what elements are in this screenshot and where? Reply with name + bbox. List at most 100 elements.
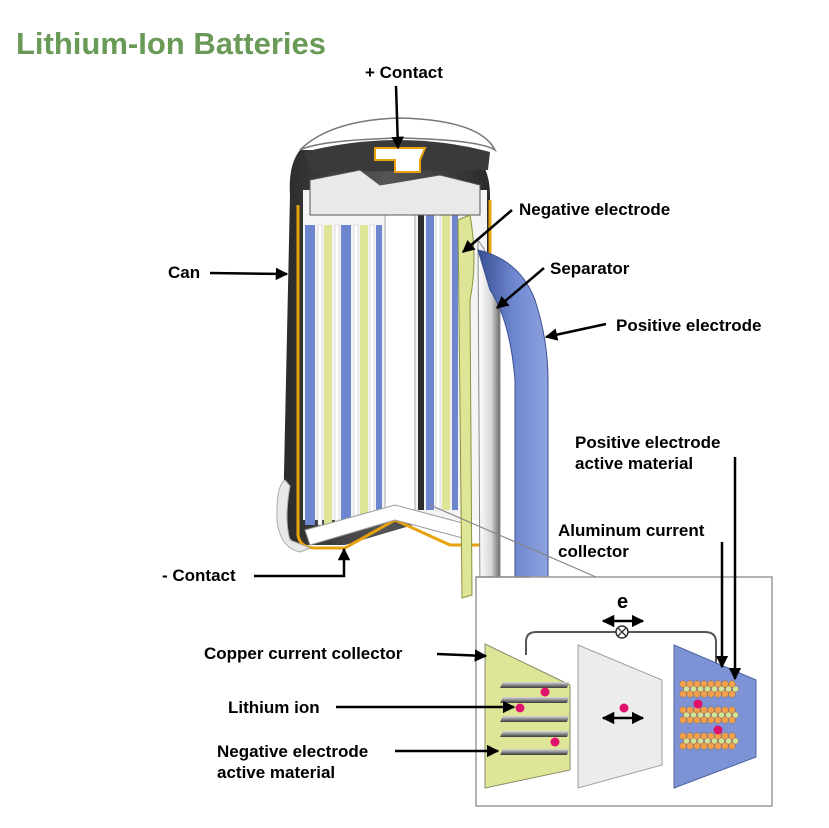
minus-contact-label: - Contact bbox=[162, 566, 236, 585]
center-core bbox=[384, 199, 416, 511]
lattice-atom bbox=[732, 685, 739, 693]
lattice-atom bbox=[728, 690, 736, 698]
lithium-ion-dot bbox=[713, 725, 723, 735]
page-title: Lithium-Ion Batteries bbox=[16, 26, 327, 61]
negative-active-material-label: Negative electrode active material bbox=[217, 741, 368, 783]
negative-active-material-line1: Negative electrode bbox=[217, 742, 369, 761]
lattice-atom bbox=[707, 690, 715, 698]
separator-arrow bbox=[496, 267, 545, 309]
lattice-atom bbox=[714, 690, 722, 698]
lattice-atom bbox=[679, 716, 687, 724]
negative-electrode-arrow bbox=[462, 209, 513, 253]
lattice-atom bbox=[725, 711, 732, 719]
lithium-ion-dot bbox=[515, 703, 525, 713]
lattice-atom bbox=[690, 685, 697, 693]
copper-collector-arrow bbox=[436, 649, 488, 662]
lattice-atom bbox=[721, 716, 729, 724]
lithium-ions bbox=[515, 687, 723, 747]
lattice-atom bbox=[679, 680, 687, 688]
negative-electrode-label: Negative electrode bbox=[519, 200, 671, 219]
positive-active-material-label: Positive electrode active material bbox=[575, 432, 721, 474]
top-tabs bbox=[309, 169, 481, 216]
can-arrow bbox=[209, 267, 289, 281]
can-label: Can bbox=[168, 263, 201, 282]
lattice-atom bbox=[686, 732, 694, 740]
lattice-atom bbox=[690, 711, 697, 719]
lattice-atom bbox=[728, 716, 736, 724]
separator-label: Separator bbox=[550, 259, 630, 278]
minus-contact-arrow bbox=[254, 547, 351, 578]
lattice-atom bbox=[725, 737, 732, 745]
lattice-atom bbox=[728, 742, 736, 750]
copper-collector-label: Copper current collector bbox=[204, 644, 403, 663]
lattice-atom bbox=[732, 737, 739, 745]
lattice-atom bbox=[714, 680, 722, 688]
lattice-atom bbox=[693, 680, 701, 688]
bottom-rim bbox=[276, 479, 312, 553]
positive-active-material-line2: active material bbox=[575, 454, 694, 473]
lattice-atom bbox=[679, 732, 687, 740]
electrode-stack-right bbox=[418, 209, 458, 511]
graphite-layers bbox=[500, 682, 569, 755]
leader-lines bbox=[209, 85, 742, 758]
lattice-atom bbox=[693, 716, 701, 724]
lattice-atom bbox=[707, 732, 715, 740]
lattice-atom bbox=[707, 706, 715, 714]
lattice-atom bbox=[686, 680, 694, 688]
positive-electrode-label: Positive electrode bbox=[616, 316, 762, 335]
lattice-atom bbox=[728, 680, 736, 688]
lattice-atom bbox=[711, 711, 718, 719]
lattice-atom bbox=[700, 742, 708, 750]
lattice-atom bbox=[693, 690, 701, 698]
lattice-atom bbox=[697, 685, 704, 693]
positive-active-lattice bbox=[679, 680, 739, 750]
lattice-atom bbox=[679, 742, 687, 750]
lattice-atom bbox=[679, 690, 687, 698]
lattice-atom bbox=[683, 711, 690, 719]
lattice-atom bbox=[718, 737, 725, 745]
lattice-atom bbox=[683, 685, 690, 693]
lattice-atom bbox=[683, 737, 690, 745]
lattice-atom bbox=[711, 685, 718, 693]
load-symbol bbox=[615, 625, 629, 639]
lithium-ion-dot bbox=[619, 703, 629, 713]
plus-contact-label: + Contact bbox=[365, 63, 443, 82]
lattice-atom bbox=[686, 706, 694, 714]
positive-electrode-arrow bbox=[544, 322, 607, 341]
electron-label: e bbox=[617, 591, 629, 613]
lattice-atom bbox=[728, 706, 736, 714]
unrolled-layers bbox=[457, 214, 549, 622]
electrode-stack-left bbox=[305, 224, 382, 526]
lattice-atom bbox=[686, 716, 694, 724]
lattice-atom bbox=[721, 680, 729, 688]
aluminum-collector-line1: Aluminum current bbox=[558, 521, 705, 540]
lithium-ion-label: Lithium ion bbox=[228, 698, 320, 717]
aluminum-collector-line2: collector bbox=[558, 542, 629, 561]
positive-active-material-line1: Positive electrode bbox=[575, 433, 721, 452]
lattice-atom bbox=[697, 737, 704, 745]
negative-active-material-line2: active material bbox=[217, 763, 336, 782]
lattice-atom bbox=[704, 711, 711, 719]
battery-cell bbox=[276, 117, 497, 553]
lattice-atom bbox=[721, 732, 729, 740]
lattice-atom bbox=[693, 732, 701, 740]
lattice-atom bbox=[714, 716, 722, 724]
lattice-atom bbox=[707, 680, 715, 688]
lattice-atom bbox=[693, 742, 701, 750]
positive-terminal bbox=[374, 147, 427, 173]
lattice-atom bbox=[700, 706, 708, 714]
lattice-atom bbox=[728, 732, 736, 740]
lattice-atom bbox=[686, 742, 694, 750]
lattice-atom bbox=[700, 732, 708, 740]
lattice-atom bbox=[721, 706, 729, 714]
lattice-atom bbox=[714, 706, 722, 714]
lattice-atom bbox=[700, 680, 708, 688]
negative-electrode-strip bbox=[457, 214, 475, 599]
lattice-atom bbox=[679, 706, 687, 714]
lithium-ion-dot bbox=[540, 687, 550, 697]
lattice-atom bbox=[707, 742, 715, 750]
lattice-atom bbox=[704, 737, 711, 745]
lithium-ion-dot bbox=[550, 737, 560, 747]
